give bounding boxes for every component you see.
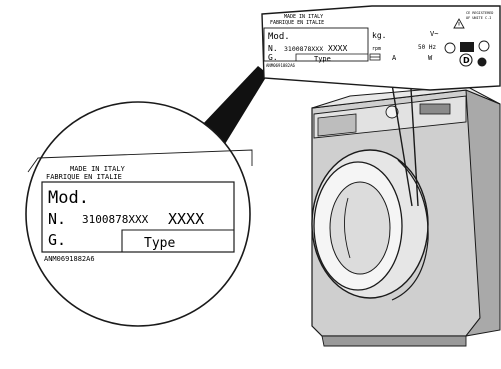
plate-made-in-fr: FABRIQUE EN ITALIE: [270, 20, 324, 26]
plate-leader-lines: [389, 71, 419, 207]
plate-model-label: Mod.: [268, 32, 290, 42]
plate-fuse-icon: [369, 53, 381, 61]
black-dot-mark-icon: [477, 57, 487, 67]
magnifier-ring: [25, 101, 251, 327]
magnified-number-value: 3100878XXX: [82, 213, 149, 226]
certification-mark-icon: [444, 42, 456, 54]
certification-ring-icon: [478, 40, 490, 52]
magnified-type-divider: [121, 229, 234, 252]
plate-number-label: N.: [268, 44, 278, 53]
plate-volt-label: V~: [430, 30, 438, 38]
magnified-model-label: Mod.: [48, 188, 89, 208]
plate-amp-label: A: [392, 54, 397, 62]
magnified-made-in-fr: FABRIQUE EN ITALIE: [46, 173, 122, 181]
door-inner: [329, 181, 391, 275]
machine-top: [311, 85, 501, 109]
magnifier-circle: MADE IN ITALY FABRIQUE EN ITALIE Mod. N.…: [25, 101, 253, 327]
magnified-type-label: Type: [144, 236, 175, 251]
washing-machine: [311, 85, 501, 347]
plate-registered-note-1: CE REGISTERED: [466, 11, 493, 15]
plate-rpm-label: rpm: [372, 46, 381, 52]
plate-bottom-code: ANM0691882A6: [266, 63, 295, 68]
magnified-g-label: G.: [48, 231, 66, 249]
leader-line-right: [409, 71, 419, 207]
plate-kg-label: kg.: [372, 31, 386, 40]
plate-watt-label: W: [428, 54, 433, 62]
detergent-drawer: [317, 113, 357, 137]
machine-base: [321, 335, 467, 347]
rating-plate-callout: MADE IN ITALY FABRIQUE EN ITALIE Mod. N.…: [261, 5, 501, 91]
plate-made-in-en: MADE IN ITALY: [284, 14, 323, 20]
magnified-number-suffix: XXXX: [168, 210, 204, 228]
door-reflection: [344, 197, 351, 259]
magnified-bottom-code: ANM0691882A6: [44, 255, 95, 263]
plate-number-suffix: XXXX: [328, 44, 347, 53]
plate-registered-note-2: OF UNITE C.I: [466, 16, 491, 20]
door-rim: [391, 159, 429, 301]
display-panel: [419, 103, 451, 115]
program-knob: [385, 105, 399, 119]
plate-id-box: [263, 27, 369, 62]
plate-type-divider: [295, 53, 368, 61]
magnified-id-box: [41, 181, 235, 253]
plate-d-mark: D: [463, 56, 470, 65]
d-mark-icon: [459, 53, 473, 67]
leader-line-left: [389, 71, 413, 207]
plate-number-value: 3100878XXX: [284, 45, 323, 53]
plate-outline: [261, 5, 501, 91]
plate-g-label: G.: [268, 53, 278, 62]
magnified-made-in-en: MADE IN ITALY: [70, 165, 126, 173]
plate-hz-label: 50 Hz: [418, 44, 436, 51]
certification-flag-icon: [460, 42, 474, 52]
magnified-number-label: N.: [48, 210, 66, 228]
plate-type-label: Type: [314, 55, 331, 63]
warning-triangle-icon: [453, 18, 465, 29]
magnified-plate-edge: [27, 149, 253, 173]
